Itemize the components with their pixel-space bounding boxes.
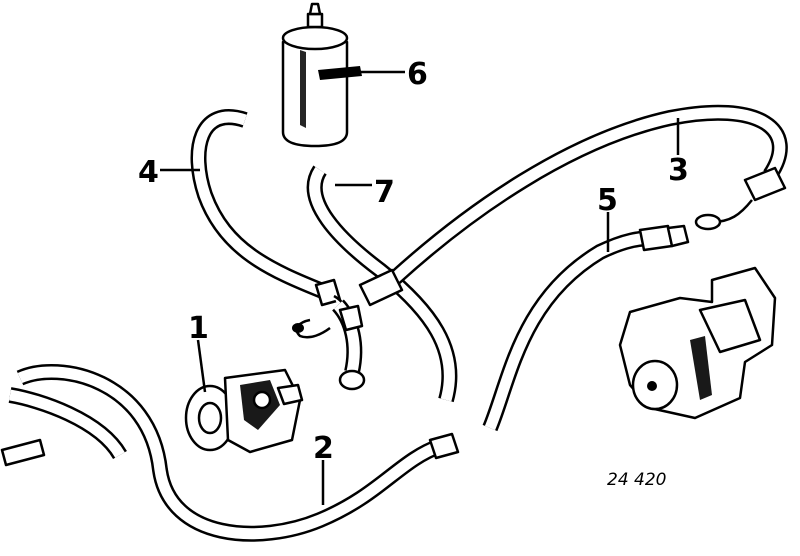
- reservoir-canister: [281, 2, 362, 148]
- diagram-reference-code: 24 420: [607, 470, 666, 490]
- hose-3: [358, 104, 788, 307]
- return-line-2: [0, 364, 460, 542]
- steering-gear: [618, 266, 777, 420]
- hose-5: [482, 224, 690, 432]
- callout-5: 5: [597, 183, 618, 218]
- hose-4: [190, 109, 366, 391]
- callout-2: 2: [313, 431, 334, 466]
- callout-7: 7: [374, 175, 395, 210]
- hose-7: [306, 165, 458, 403]
- callout-4: 4: [138, 155, 159, 190]
- callout-3: 3: [668, 153, 689, 188]
- callout-labels: 1 2 3 4 5 6 7: [138, 57, 689, 466]
- pump-1: [184, 368, 304, 454]
- leader-lines: [160, 70, 680, 505]
- callout-6: 6: [407, 57, 428, 92]
- callout-1: 1: [188, 311, 209, 346]
